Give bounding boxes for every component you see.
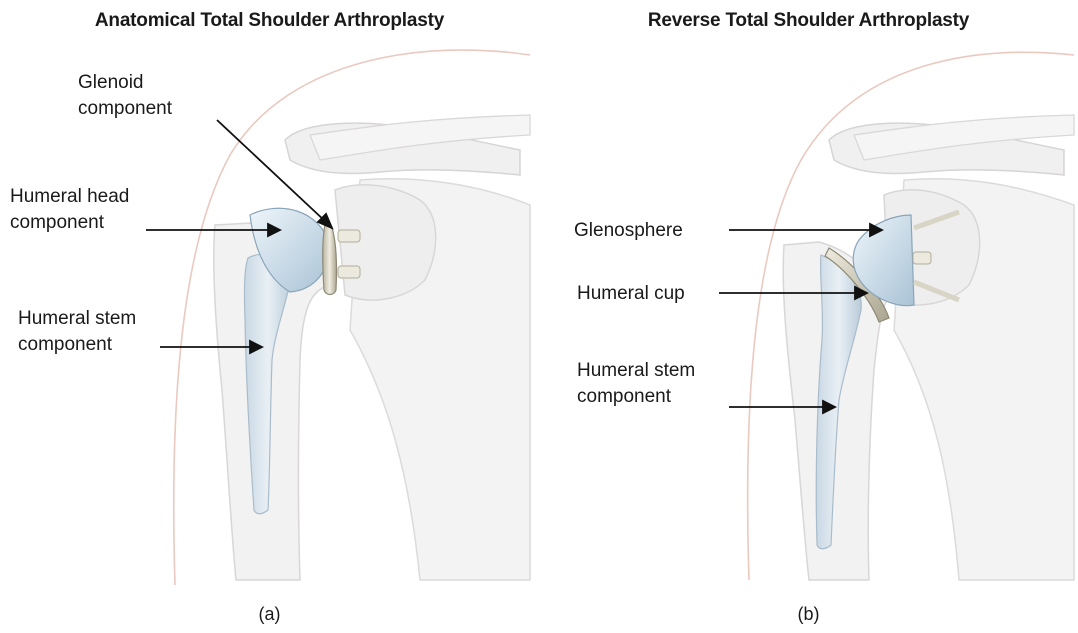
panel-anatomical: Anatomical Total Shoulder Arthroplasty: [0, 0, 539, 633]
glenoid-component-label: Glenoid component: [78, 70, 172, 122]
panel-caption: (b): [539, 604, 1078, 625]
panel-reverse: Reverse Total Shoulder Arthroplasty: [539, 0, 1078, 633]
humeral-stem-component-label: Humeral stem component: [577, 358, 695, 410]
humeral-stem-component-label: Humeral stem component: [18, 306, 136, 358]
panel-caption: (a): [0, 604, 539, 625]
humeral-head-component-label: Humeral head component: [10, 184, 129, 236]
glenosphere-label: Glenosphere: [574, 218, 683, 244]
humeral-cup-label: Humeral cup: [577, 281, 685, 307]
